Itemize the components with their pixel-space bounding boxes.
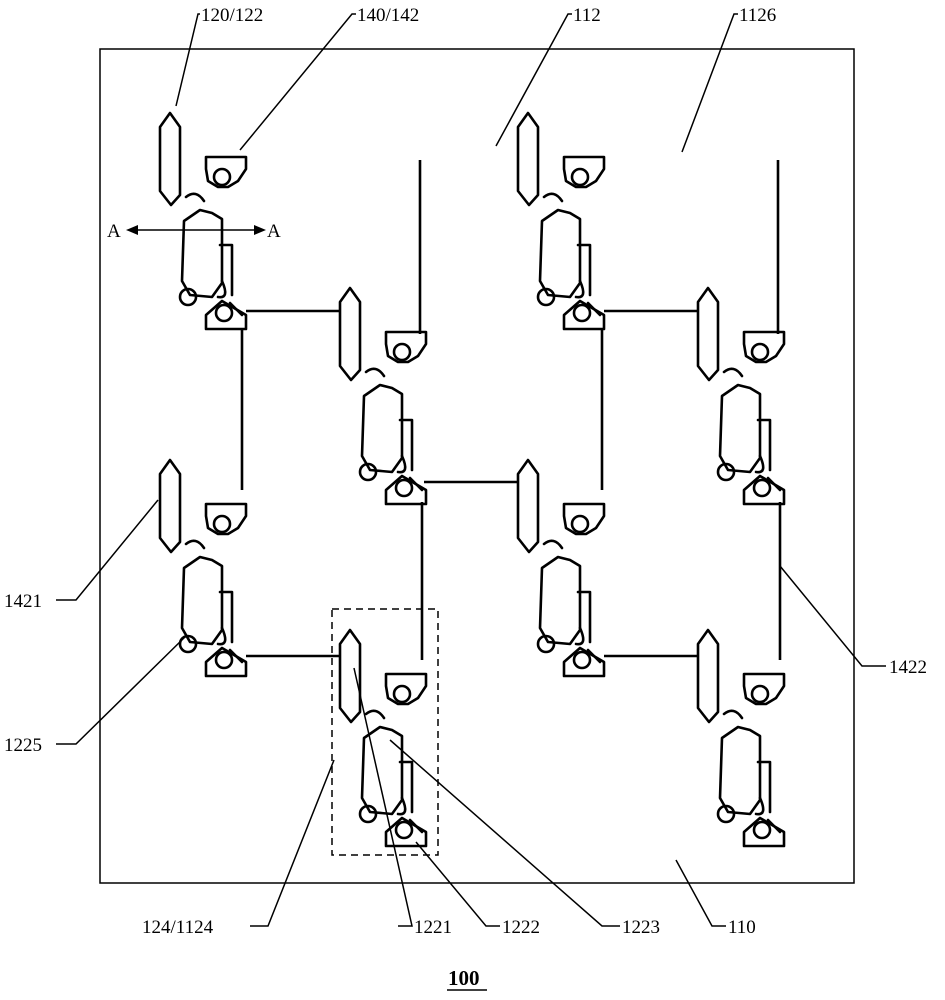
sub-pixel-dashed-box <box>331 608 439 856</box>
label-140-142: 140/142 <box>357 5 419 26</box>
label-1221: 1221 <box>414 917 452 938</box>
label-124-1124: 124/1124 <box>142 917 214 938</box>
label-112: 112 <box>573 5 601 26</box>
section-label-right: A <box>267 221 281 242</box>
label-120-122: 120/122 <box>201 5 263 26</box>
pixel-unit-6 <box>516 458 606 678</box>
leader-lines <box>56 13 886 927</box>
label-110: 110 <box>728 917 756 938</box>
section-label-left: A <box>107 221 121 242</box>
label-1225: 1225 <box>4 735 42 756</box>
pixel-unit-4 <box>696 286 786 506</box>
label-1422: 1422 <box>889 657 927 678</box>
pixel-unit-1 <box>158 111 248 331</box>
section-line-a-a <box>126 225 266 235</box>
label-1223: 1223 <box>622 917 660 938</box>
label-1222: 1222 <box>502 917 540 938</box>
pixel-unit-8 <box>696 628 786 848</box>
wiring <box>240 160 782 660</box>
figure-label: 100 <box>448 966 480 990</box>
pixel-unit-5 <box>158 458 248 678</box>
pixel-unit-2 <box>516 111 606 331</box>
label-1421: 1421 <box>4 591 42 612</box>
label-1126: 1126 <box>739 5 776 26</box>
pixel-unit-7 <box>338 628 428 848</box>
substrate-outline <box>99 48 855 884</box>
pixel-unit-3 <box>338 286 428 506</box>
